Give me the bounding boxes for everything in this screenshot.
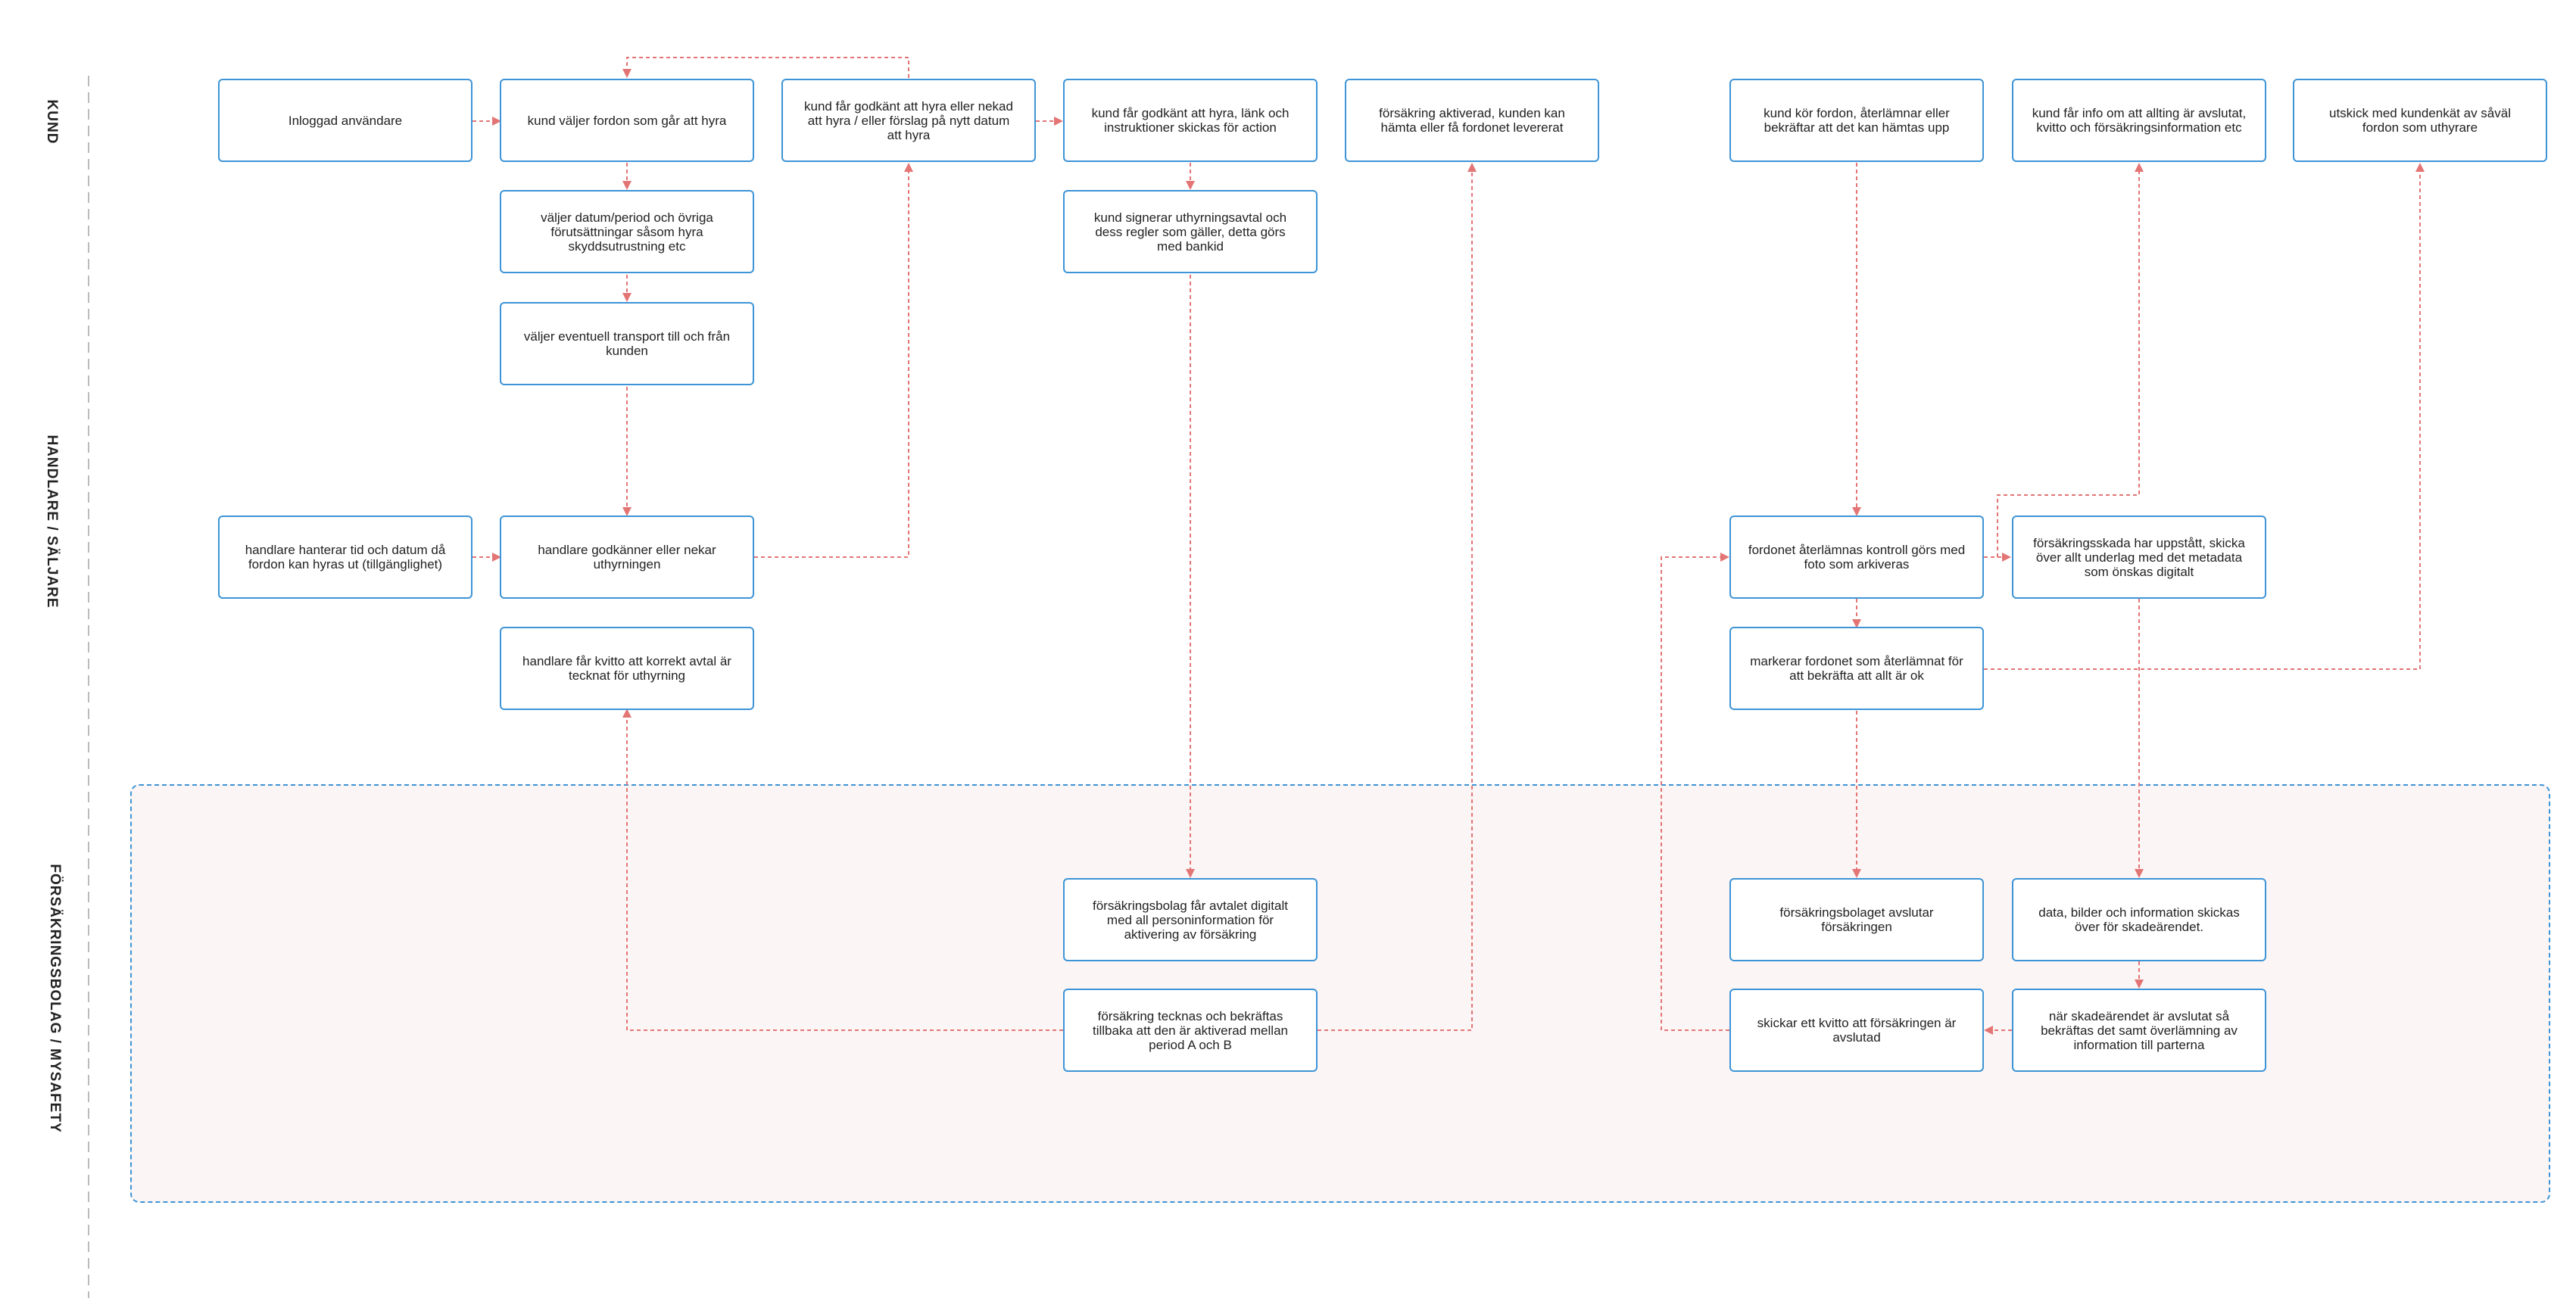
arrow-kvitto-to-aterlamnas [1661, 553, 1729, 1031]
arrow-tecknas-to-aktiverad [1318, 163, 1477, 1031]
node-handlare-kvitto[interactable]: handlare får kvitto att korrekt avtal är… [500, 627, 754, 710]
node-inloggad-anvandare[interactable]: Inloggad användare [218, 79, 472, 162]
node-forsakring-aktiverad[interactable]: försäkring aktiverad, kunden kan hämta e… [1345, 79, 1599, 162]
node-kund-godkant-lank[interactable]: kund får godkänt att hyra, länk och inst… [1063, 79, 1318, 162]
node-kund-kor-fordon[interactable]: kund kör fordon, återlämnar eller bekräf… [1729, 79, 1984, 162]
node-kund-far-info[interactable]: kund får info om att allting är avslutat… [2012, 79, 2266, 162]
node-handlare-godkanner[interactable]: handlare godkänner eller nekar uthyrning… [500, 515, 754, 599]
arrow-markerar-to-utskick [1984, 163, 2425, 670]
node-forsakring-tecknas[interactable]: försäkring tecknas och bekräftas tillbak… [1063, 989, 1318, 1072]
arrow-godkanner-to-nekat [754, 163, 913, 558]
node-utskick-kundenkat[interactable]: utskick med kundenkät av såväl fordon so… [2293, 79, 2547, 162]
node-fordonet-aterlamnas[interactable]: fordonet återlämnas kontroll görs med fo… [1729, 515, 1984, 599]
node-kvitto-avslutad[interactable]: skickar ett kvitto att försäkringen är a… [1729, 989, 1984, 1072]
node-markerar-aterlamnat[interactable]: markerar fordonet som återlämnat för att… [1729, 627, 1984, 710]
node-valjer-transport[interactable]: väljer eventuell transport till och från… [500, 302, 754, 385]
node-data-bilder[interactable]: data, bilder och information skickas öve… [2012, 878, 2266, 961]
node-avtalet-digitalt[interactable]: försäkringsbolag får avtalet digitalt me… [1063, 878, 1318, 961]
node-kund-valjer-fordon[interactable]: kund väljer fordon som går att hyra [500, 79, 754, 162]
arrow-tecknas-to-kvitto-handlare [622, 709, 1063, 1031]
node-handlare-hanterar-tid[interactable]: handlare hanterar tid och datum då fordo… [218, 515, 472, 599]
node-kund-signerar[interactable]: kund signerar uthyrningsavtal och dess r… [1063, 190, 1318, 273]
arrow-nekat-loop-back [622, 57, 909, 78]
node-valjer-datum[interactable]: väljer datum/period och övriga förutsätt… [500, 190, 754, 273]
node-kund-godkant-nekat[interactable]: kund får godkänt att hyra eller nekad at… [781, 79, 1036, 162]
node-forsakringsbolaget-avslutar[interactable]: försäkringsbolaget avslutar försäkringen [1729, 878, 1984, 961]
arrow-skada-to-kundinfo [1997, 163, 2144, 557]
node-forsakringsskada[interactable]: försäkringsskada har uppstått, skicka öv… [2012, 515, 2266, 599]
node-skadearende-avslutat[interactable]: när skadeärendet är avslutat så bekräfta… [2012, 989, 2266, 1072]
